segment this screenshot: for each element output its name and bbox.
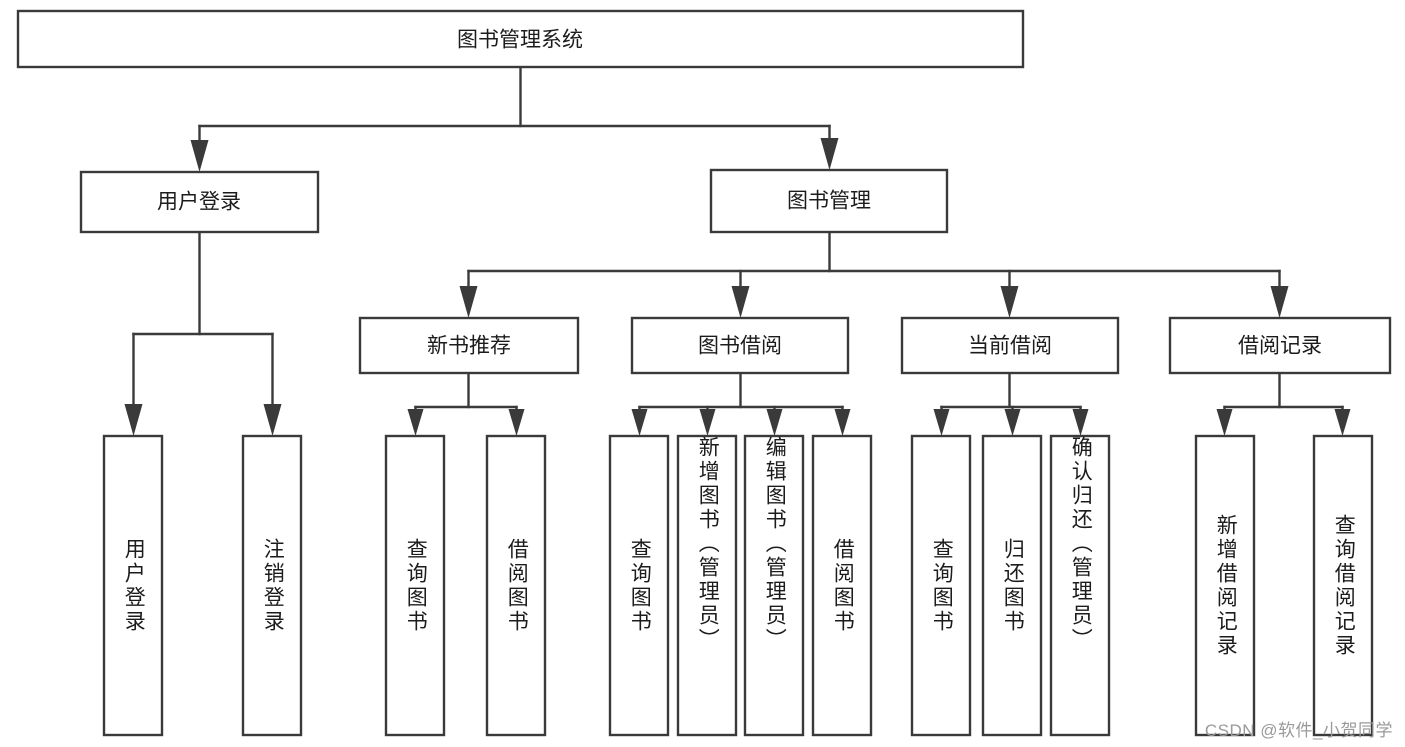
leaf-box-add-borrow-record[interactable] [1194,434,1256,737]
arrow-head-leaf-borrow-book-recommend [508,409,525,436]
connector-group-new-book-recommend [407,371,525,436]
arrow-head-leaf-add-book-admin [699,409,716,436]
arrow-head-leaf-return-book [1004,409,1021,436]
connector-group-book-borrow [631,371,851,436]
leaf-box-logout[interactable] [241,434,303,737]
node-book-management-label: 图书管理 [787,190,871,213]
leaf-box-borrow-book[interactable] [811,434,873,737]
leaf-box-query-book-recommend[interactable] [384,434,446,737]
arrow-head-leaf-logout [263,404,282,436]
node-borrow-record-label: 借阅记录 [1238,335,1322,358]
arrow-head-leaf-query-borrow-record [1334,409,1351,436]
connector-group-root [190,65,839,172]
connector-group-book-management [459,230,1289,318]
connector-group-borrow-record [1216,371,1351,436]
node-current-borrow[interactable]: 当前借阅 [900,316,1120,375]
arrow-head-leaf-user-login [124,404,143,436]
arrow-head-leaf-borrow-book [834,409,851,436]
node-book-borrow-box[interactable] [630,316,850,375]
node-user-login-label: 用户登录 [157,191,241,214]
arrow-head-leaf-query-book-recommend [407,409,424,436]
node-user-login-box[interactable] [79,170,320,234]
arrow-head-leaf-query-book-current [933,409,950,436]
node-user-login[interactable]: 用户登录 [79,170,320,234]
arrow-head-current-borrow [1000,286,1019,318]
node-book-management[interactable]: 图书管理 [709,168,949,234]
node-borrow-record-box[interactable] [1168,316,1392,375]
node-new-book-recommend-label: 新书推荐 [427,335,511,358]
arrow-head-borrow-record [1270,286,1289,318]
node-new-book-recommend-box[interactable] [358,316,580,375]
connector-group-user-login [124,230,282,436]
node-borrow-record[interactable]: 借阅记录 [1168,316,1392,375]
leaf-box-borrow-book-recommend[interactable] [485,434,547,737]
arrow-head-leaf-query-book-borrow [631,409,648,436]
node-root-label: 图书管理系统 [457,29,583,52]
node-book-borrow-label: 图书借阅 [698,335,782,358]
arrow-head-leaf-confirm-return-admin [1072,409,1089,436]
node-current-borrow-label: 当前借阅 [968,335,1052,358]
node-new-book-recommend[interactable]: 新书推荐 [358,316,580,375]
arrow-head-leaf-edit-book-admin [766,409,783,436]
arrow-head-leaf-add-borrow-record [1216,409,1233,436]
node-book-borrow[interactable]: 图书借阅 [630,316,850,375]
csdn-watermark: CSDN @软件_小贺同学 [1204,721,1393,740]
node-current-borrow-box[interactable] [900,316,1120,375]
arrow-head-user-login [190,140,209,172]
leaf-box-user-login[interactable] [102,434,164,737]
arrow-head-book-management [820,138,839,170]
node-book-management-box[interactable] [709,168,949,234]
leaf-box-add-book-admin[interactable] [676,434,738,737]
arrow-head-new-book-recommend [459,286,478,318]
leaf-box-confirm-return-admin[interactable] [1049,434,1111,737]
leaf-box-return-book[interactable] [981,434,1043,737]
arrow-head-book-borrow [731,286,750,318]
leaf-box-query-borrow-record[interactable] [1312,434,1374,737]
node-root-box[interactable] [16,9,1025,69]
node-root[interactable]: 图书管理系统 [16,9,1025,69]
leaf-box-query-book-borrow[interactable] [608,434,670,737]
connector-group-current-borrow [933,371,1089,436]
leaf-box-edit-book-admin[interactable] [743,434,805,737]
leaf-box-query-book-current[interactable] [910,434,972,737]
